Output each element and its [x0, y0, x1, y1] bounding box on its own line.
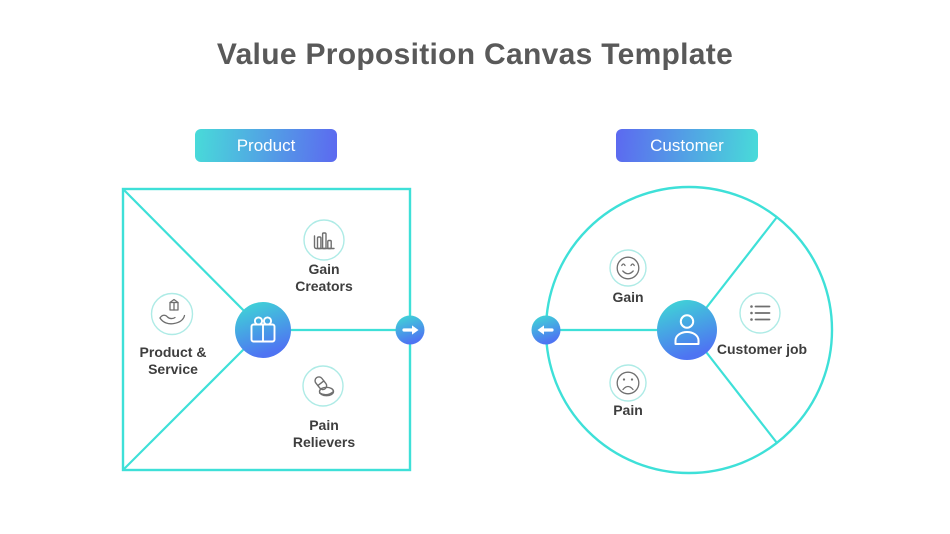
- page-title: Value Proposition Canvas Template: [216, 38, 734, 71]
- arrow-left-icon: [531, 315, 561, 345]
- product-badge: Product: [195, 129, 337, 162]
- pain-relievers-label: Pain Relievers: [292, 417, 356, 451]
- product-badge-label: Product: [236, 135, 296, 155]
- smiley-face-icon: [609, 249, 647, 287]
- list-icon: [739, 292, 781, 334]
- bar-chart-icon: [303, 219, 345, 261]
- customer-job-label: Customer job: [716, 341, 808, 357]
- gain-creators-label: Gain Creators: [295, 261, 353, 295]
- person-icon: [657, 300, 717, 360]
- gain-label: Gain: [612, 289, 644, 305]
- sad-face-icon: [609, 364, 647, 402]
- pills-icon: [302, 365, 344, 407]
- product-service-label: Product & Service: [139, 344, 207, 378]
- pain-label: Pain: [613, 402, 643, 418]
- arrow-right-icon: [395, 315, 425, 345]
- product-square-group: [121, 187, 425, 472]
- customer-badge-label: Customer: [650, 135, 724, 155]
- customer-circle-group: [531, 185, 834, 475]
- gift-icon: [235, 302, 291, 358]
- customer-badge: Customer: [616, 129, 758, 162]
- hand-box-icon: [150, 292, 194, 336]
